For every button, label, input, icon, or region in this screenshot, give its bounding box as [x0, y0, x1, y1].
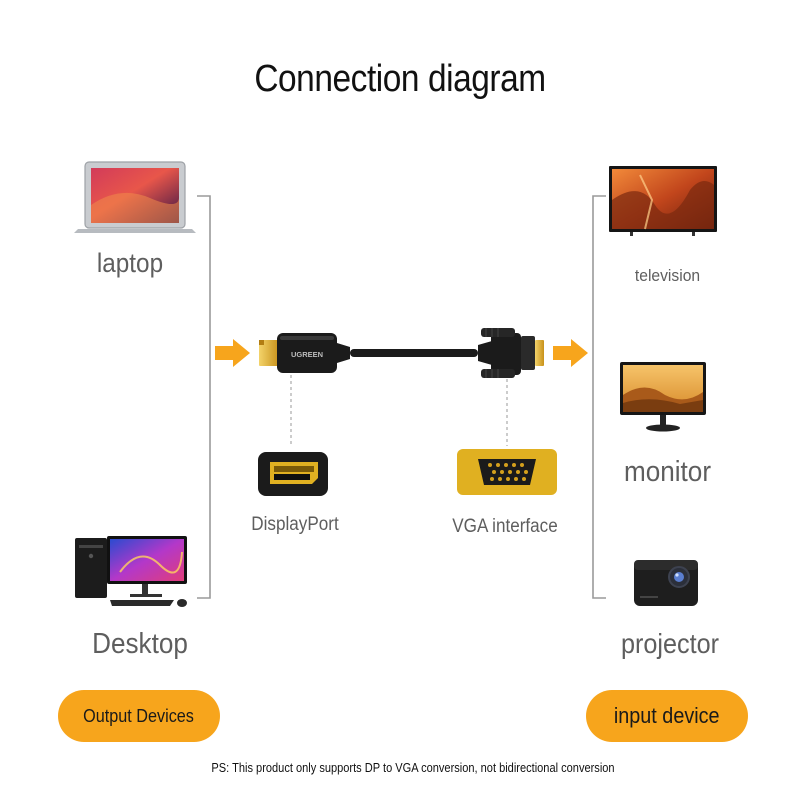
television-icon [609, 166, 717, 236]
projector-icon [634, 560, 698, 606]
footnote: PS: This product only supports DP to VGA… [211, 760, 615, 775]
projector-label: projector [620, 628, 720, 659]
output-devices-badge: Output Devices [58, 690, 220, 742]
output-devices-text: Output Devices [83, 705, 195, 726]
displayport-port-icon [258, 452, 328, 496]
television-label: television [634, 266, 701, 285]
arrow-right-icon [553, 339, 588, 367]
laptop-label: laptop [96, 248, 164, 278]
cable-brand: UGREEN [291, 350, 323, 359]
laptop-icon [74, 161, 196, 233]
desktop-label: Desktop [92, 628, 188, 660]
displayport-label: DisplayPort [251, 514, 339, 535]
input-device-text: input device [614, 703, 720, 728]
desktop-computer-icon [75, 536, 187, 607]
dp-to-vga-cable: UGREEN [259, 328, 544, 378]
vga-port-icon [457, 449, 557, 495]
input-device-badge: input device [586, 690, 748, 742]
output-bracket [197, 195, 211, 599]
vga-interface-label: VGA interface [452, 516, 558, 537]
input-bracket [592, 195, 606, 599]
monitor-icon [620, 362, 706, 432]
monitor-label: monitor [623, 456, 712, 488]
diagram-title: Connection diagram [254, 58, 546, 100]
arrow-right-icon [215, 339, 250, 367]
